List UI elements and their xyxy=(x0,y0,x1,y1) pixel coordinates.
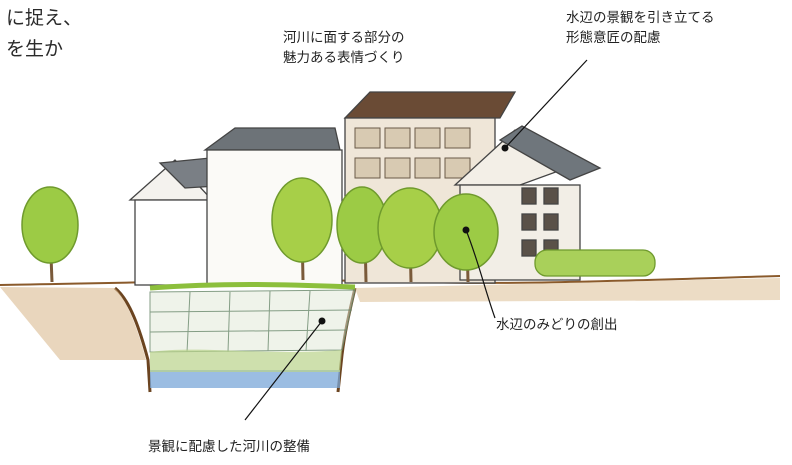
tree-center-3 xyxy=(377,187,443,283)
tree-far-left xyxy=(21,186,79,283)
leader-river-dot xyxy=(318,317,326,325)
label-facade-line-2: 魅力ある表情づくり xyxy=(283,50,405,66)
label-river: 景観に配慮した河川の整備 xyxy=(148,439,310,455)
leader-design xyxy=(504,59,588,149)
grass-strip xyxy=(149,281,356,291)
river-bank-left xyxy=(114,286,152,393)
intro-text-line-2: を生か xyxy=(6,38,64,60)
intro-text-line-1: に捉え、 xyxy=(6,7,83,29)
earth-fill-right xyxy=(355,278,780,302)
label-design-line-2: 形態意匠の配慮 xyxy=(566,30,661,46)
river-water xyxy=(150,370,340,388)
label-greenery: 水辺のみどりの創出 xyxy=(496,317,618,333)
label-design-line-1: 水辺の景観を引き立てる xyxy=(566,10,715,26)
leader-design-dot xyxy=(501,144,509,152)
leader-greenery-dot xyxy=(462,226,470,234)
earth-fill-left xyxy=(0,287,146,360)
tree-center-1 xyxy=(271,177,333,281)
hedge xyxy=(534,249,656,277)
leader-greenery xyxy=(465,229,496,319)
tree-center-2 xyxy=(336,186,388,283)
riverbed-grass xyxy=(150,349,342,372)
leader-river xyxy=(244,320,323,421)
label-facade-line-1: 河川に面する部分の xyxy=(283,30,405,46)
